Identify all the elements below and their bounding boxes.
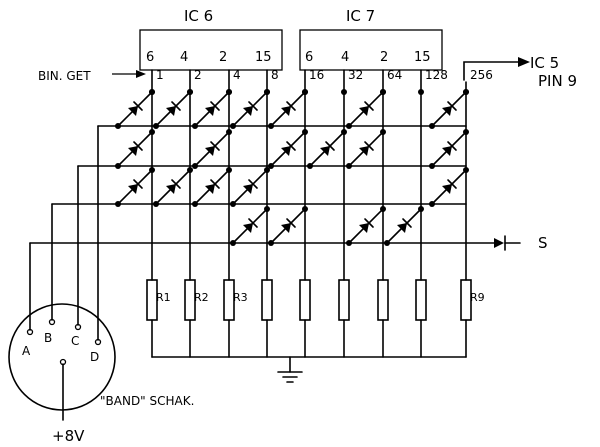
ic6-pin-2: 2	[219, 50, 227, 65]
matrix-diode	[230, 206, 270, 246]
ic7-pin-15: 15	[414, 50, 431, 65]
ic6-title: IC 6	[184, 7, 213, 25]
matrix-diode	[115, 89, 155, 129]
resistor-label-1: R1	[156, 291, 171, 304]
contact-c-dot	[74, 323, 82, 331]
supply-label: +8V	[52, 427, 85, 445]
matrix-diode	[307, 129, 347, 169]
bit-label-16: 16	[309, 68, 324, 82]
matrix-diode	[429, 129, 469, 169]
contact-c-label: C	[71, 334, 79, 348]
resistor-8	[415, 279, 427, 321]
contact-a-label: A	[22, 344, 31, 358]
matrix-diode	[429, 167, 469, 207]
band-switch-body	[8, 303, 116, 411]
ic7-pin-2: 2	[380, 50, 388, 65]
bit-label-64: 64	[387, 68, 402, 82]
matrix-diode	[153, 167, 193, 207]
matrix-diode	[268, 89, 308, 129]
bit-columns: R1 R2 R3 R9	[146, 69, 485, 358]
ic6-box	[139, 29, 283, 71]
ic6-pin-4: 4	[180, 50, 188, 65]
resistor-label-2: R2	[194, 291, 209, 304]
matrix-diode	[346, 129, 386, 169]
bit-node-128	[418, 89, 424, 95]
contact-d-dot	[94, 338, 102, 346]
resistor-label-3: R3	[233, 291, 248, 304]
contact-b-label: B	[44, 331, 52, 345]
ic5-wire	[463, 61, 521, 81]
bit-label-2: 2	[194, 68, 202, 82]
contact-d-label: D	[90, 350, 99, 364]
ic5-pin-label: PIN 9	[538, 72, 577, 90]
bit-node-32	[341, 89, 347, 95]
bit-label-8: 8	[271, 68, 279, 82]
ic7-pin-6: 6	[305, 50, 313, 65]
bit-label-256: 256	[470, 68, 493, 82]
ic7-title: IC 7	[346, 7, 375, 25]
resistor-7	[377, 279, 389, 321]
ic6-pin-6: 6	[146, 50, 154, 65]
ic7-box	[299, 29, 443, 71]
switch-label: "BAND" SCHAK.	[100, 394, 194, 408]
bit-label-128: 128	[425, 68, 448, 82]
matrix-diode	[153, 89, 193, 129]
ic6-pin-15: 15	[255, 50, 272, 65]
matrix-diode	[346, 206, 386, 246]
resistor-4	[261, 279, 273, 321]
bit-label-4: 4	[233, 68, 241, 82]
matrix-diode	[230, 89, 270, 129]
matrix-diode	[115, 167, 155, 207]
matrix-diode	[230, 167, 270, 207]
matrix-diode	[192, 89, 232, 129]
ic7-pin-4: 4	[341, 50, 349, 65]
matrix-diode	[384, 206, 424, 246]
output-diode	[494, 235, 521, 251]
output-label: S	[538, 234, 548, 252]
resistor-label-9: R9	[470, 291, 485, 304]
ic5-arrow-head	[518, 57, 530, 67]
bit-label-32: 32	[348, 68, 363, 82]
ic5-label: IC 5	[530, 54, 559, 72]
bit-label-1: 1	[156, 68, 164, 82]
matrix-diode	[429, 89, 469, 129]
matrix-diode	[268, 206, 308, 246]
resistor-5	[299, 279, 311, 321]
resistor-6	[338, 279, 350, 321]
contact-b-dot	[48, 318, 56, 326]
binary-output-label: BIN. GET	[38, 69, 91, 83]
matrix-diode	[115, 129, 155, 169]
matrix-diode	[268, 129, 308, 169]
contact-a-dot	[26, 328, 34, 336]
matrix-diodes	[115, 89, 469, 246]
matrix-diode	[192, 129, 232, 169]
binary-arrow-head	[136, 70, 146, 78]
matrix-diode	[192, 167, 232, 207]
matrix-diode	[346, 89, 386, 129]
